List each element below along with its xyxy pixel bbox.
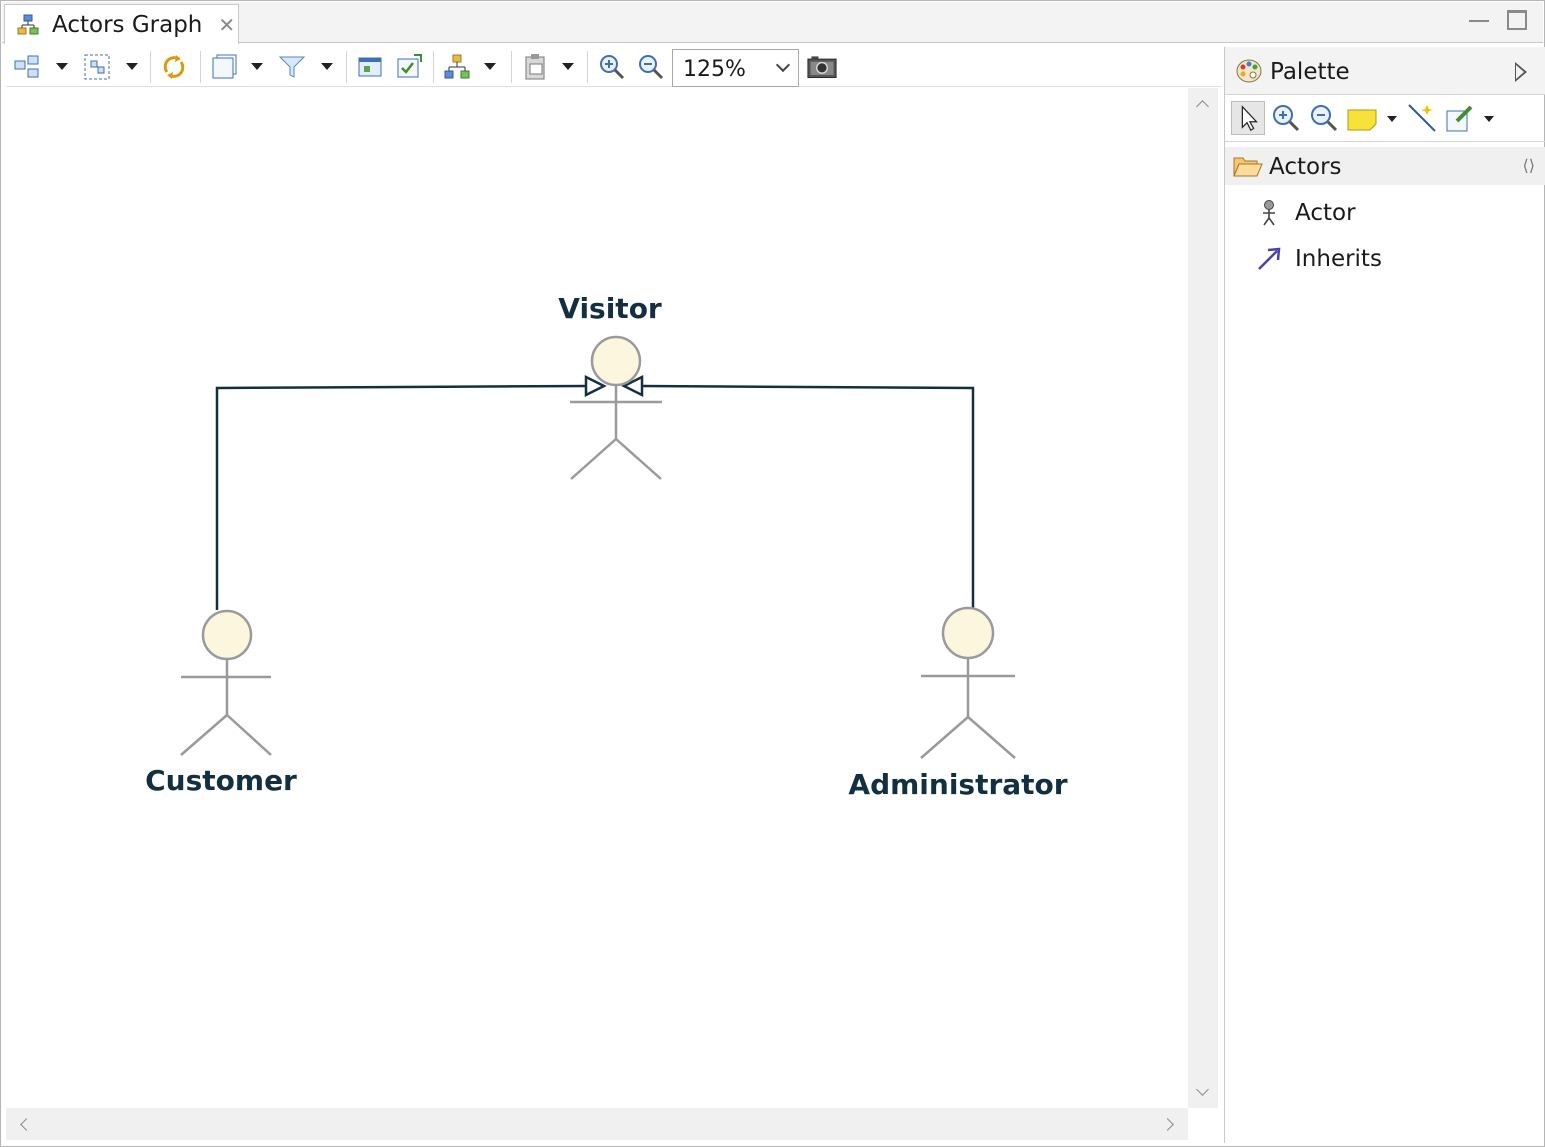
zoom-out-tool-icon[interactable] (1307, 101, 1341, 135)
toolbar-separator (511, 51, 512, 83)
tab-actors-graph[interactable]: Actors Graph ✕ (4, 4, 239, 44)
scroll-left-icon[interactable] (20, 1118, 33, 1131)
actor-administrator[interactable] (920, 606, 1016, 759)
refresh-icon[interactable] (159, 52, 189, 82)
camera-icon[interactable] (807, 52, 837, 82)
actor-label-customer[interactable]: Customer (145, 764, 297, 797)
palette-entry-label: Actor (1295, 200, 1356, 226)
close-icon[interactable]: ✕ (218, 12, 236, 37)
palette-entry-inherits[interactable]: Inherits (1255, 241, 1382, 277)
diagram-toolbar: 125% (6, 47, 1222, 87)
actor-icon (1263, 200, 1275, 226)
diagram-surface (180, 335, 1016, 759)
horizontal-scrollbar[interactable] (6, 1108, 1188, 1140)
filter-dropdown-icon[interactable] (321, 63, 333, 70)
collapse-palette-icon[interactable] (1515, 62, 1527, 82)
inherits-edge-customer-visitor[interactable] (215, 384, 587, 610)
folder-open-icon (1233, 157, 1263, 177)
palette-drawer-actors[interactable]: Actors ⟨⟩ (1225, 147, 1545, 185)
toolbar-separator (346, 51, 347, 83)
show-element-icon[interactable] (355, 52, 385, 82)
scroll-down-icon[interactable] (1196, 1083, 1209, 1096)
note-dropdown-icon[interactable] (1387, 116, 1397, 122)
inherits-arrow-icon (1258, 247, 1281, 270)
select-dropdown-icon[interactable] (126, 63, 138, 70)
palette-header[interactable]: Palette (1225, 47, 1545, 95)
scroll-right-icon[interactable] (1161, 1118, 1174, 1131)
toolbar-separator (200, 51, 201, 83)
inherits-arrowhead-administrator (621, 374, 644, 398)
actor-customer[interactable] (180, 609, 272, 756)
palette-entry-label: Inherits (1295, 246, 1382, 272)
zoom-in-icon[interactable] (597, 52, 627, 82)
palette-icon (1236, 59, 1262, 83)
note-tool-icon[interactable] (1345, 101, 1379, 135)
maximize-button[interactable] (1507, 10, 1527, 30)
zoom-out-icon[interactable] (636, 52, 666, 82)
drawer-label: Actors (1269, 154, 1342, 180)
connection-tool-icon[interactable] (1405, 101, 1439, 135)
layers-dropdown-icon[interactable] (251, 63, 263, 70)
actor-label-visitor[interactable]: Visitor (558, 292, 662, 325)
scroll-up-icon[interactable] (1196, 100, 1209, 113)
edit-dropdown-icon[interactable] (1484, 116, 1494, 122)
palette-tools (1225, 96, 1545, 142)
pin-drawer-icon[interactable]: ⟨⟩ (1522, 156, 1535, 175)
toolbar-separator (587, 51, 588, 83)
layers-icon[interactable] (209, 52, 239, 82)
zoom-select[interactable]: 125% (672, 49, 799, 87)
toolbar-separator (433, 51, 434, 83)
chevron-down-icon (775, 57, 791, 73)
inherits-edge-administrator-visitor[interactable] (641, 384, 975, 608)
diagram-canvas[interactable]: Visitor Customer Administrator (6, 88, 1188, 1108)
zoom-value: 125% (683, 57, 746, 82)
tab-bar: Actors Graph ✕ (2, 2, 1543, 44)
filter-icon[interactable] (277, 52, 307, 82)
hierarchy-icon (17, 14, 39, 34)
palette-panel: Palette (1224, 47, 1545, 1143)
tab-title: Actors Graph (52, 11, 203, 38)
actor-label-administrator[interactable]: Administrator (848, 768, 1068, 801)
arrange-dropdown-icon[interactable] (56, 63, 68, 70)
zoom-in-tool-icon[interactable] (1269, 101, 1303, 135)
arrange-all-icon[interactable] (12, 52, 42, 82)
toolbar-separator (150, 51, 151, 83)
layout-icon[interactable] (442, 52, 472, 82)
edit-tool-icon[interactable] (1443, 101, 1477, 135)
vertical-scrollbar[interactable] (1188, 88, 1218, 1108)
paste-format-dropdown-icon[interactable] (562, 63, 574, 70)
paste-format-icon[interactable] (521, 52, 551, 82)
palette-title: Palette (1270, 59, 1350, 85)
validate-icon[interactable] (394, 52, 424, 82)
select-tool-icon[interactable] (1231, 101, 1265, 135)
actor-visitor[interactable] (570, 335, 662, 480)
layout-dropdown-icon[interactable] (484, 63, 496, 70)
minimize-button[interactable] (1469, 10, 1489, 22)
select-all-icon[interactable] (82, 52, 112, 82)
palette-entry-actor[interactable]: Actor (1255, 195, 1356, 231)
inherits-arrowhead-customer (584, 374, 607, 398)
